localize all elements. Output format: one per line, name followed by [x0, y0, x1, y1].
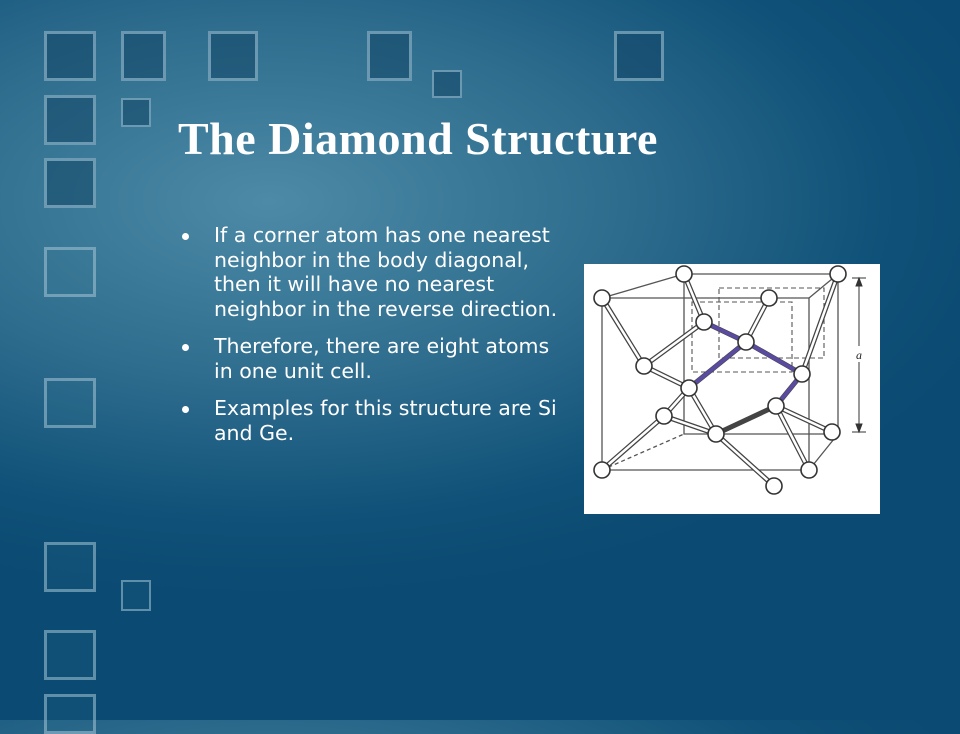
atom — [823, 423, 841, 441]
decor-square — [44, 694, 96, 734]
atom — [680, 379, 698, 397]
bullet-item: Therefore, there are eight atoms in one … — [182, 334, 562, 383]
bullet-item: Examples for this structure are Si and G… — [182, 396, 562, 445]
atom — [737, 333, 755, 351]
decor-square — [44, 247, 96, 297]
bullet-dot-icon — [182, 406, 189, 413]
bullet-dot-icon — [182, 344, 189, 351]
dimension-label: a — [856, 348, 862, 362]
bullet-text: If a corner atom has one nearest neighbo… — [214, 223, 558, 321]
inner-cube — [691, 287, 825, 373]
decor-square — [44, 542, 96, 592]
decor-square — [44, 630, 96, 680]
atom — [765, 477, 783, 495]
atom — [829, 265, 847, 283]
atom — [593, 461, 611, 479]
unit-cell-diagram: a — [593, 265, 866, 495]
decor-square — [614, 31, 664, 81]
bullet-text: Therefore, there are eight atoms in one … — [214, 334, 550, 383]
bullet-dot-icon — [182, 233, 189, 240]
atom — [760, 289, 778, 307]
decor-square — [44, 378, 96, 428]
atom — [695, 313, 713, 331]
diamond-unit-cell-figure: a — [584, 264, 880, 514]
atom — [635, 357, 653, 375]
decor-square — [432, 70, 462, 98]
decor-square — [121, 31, 166, 81]
decor-square — [121, 98, 151, 127]
atom — [655, 407, 673, 425]
atom — [593, 289, 611, 307]
decor-square — [44, 158, 96, 208]
atom — [707, 425, 725, 443]
atom — [675, 265, 693, 283]
atom — [800, 461, 818, 479]
dimension-label-bg — [852, 346, 866, 362]
decor-square — [121, 580, 151, 611]
slide-title: The Diamond Structure — [178, 113, 658, 164]
bullet-item: If a corner atom has one nearest neighbo… — [182, 223, 562, 321]
atoms — [593, 265, 847, 495]
bullet-text: Examples for this structure are Si and G… — [214, 396, 557, 445]
decor-square — [208, 31, 258, 81]
decor-square — [367, 31, 412, 81]
decor-square — [44, 95, 96, 145]
atom — [793, 365, 811, 383]
atom — [767, 397, 785, 415]
decor-square — [44, 31, 96, 81]
bullet-list: If a corner atom has one nearest neighbo… — [182, 223, 562, 458]
